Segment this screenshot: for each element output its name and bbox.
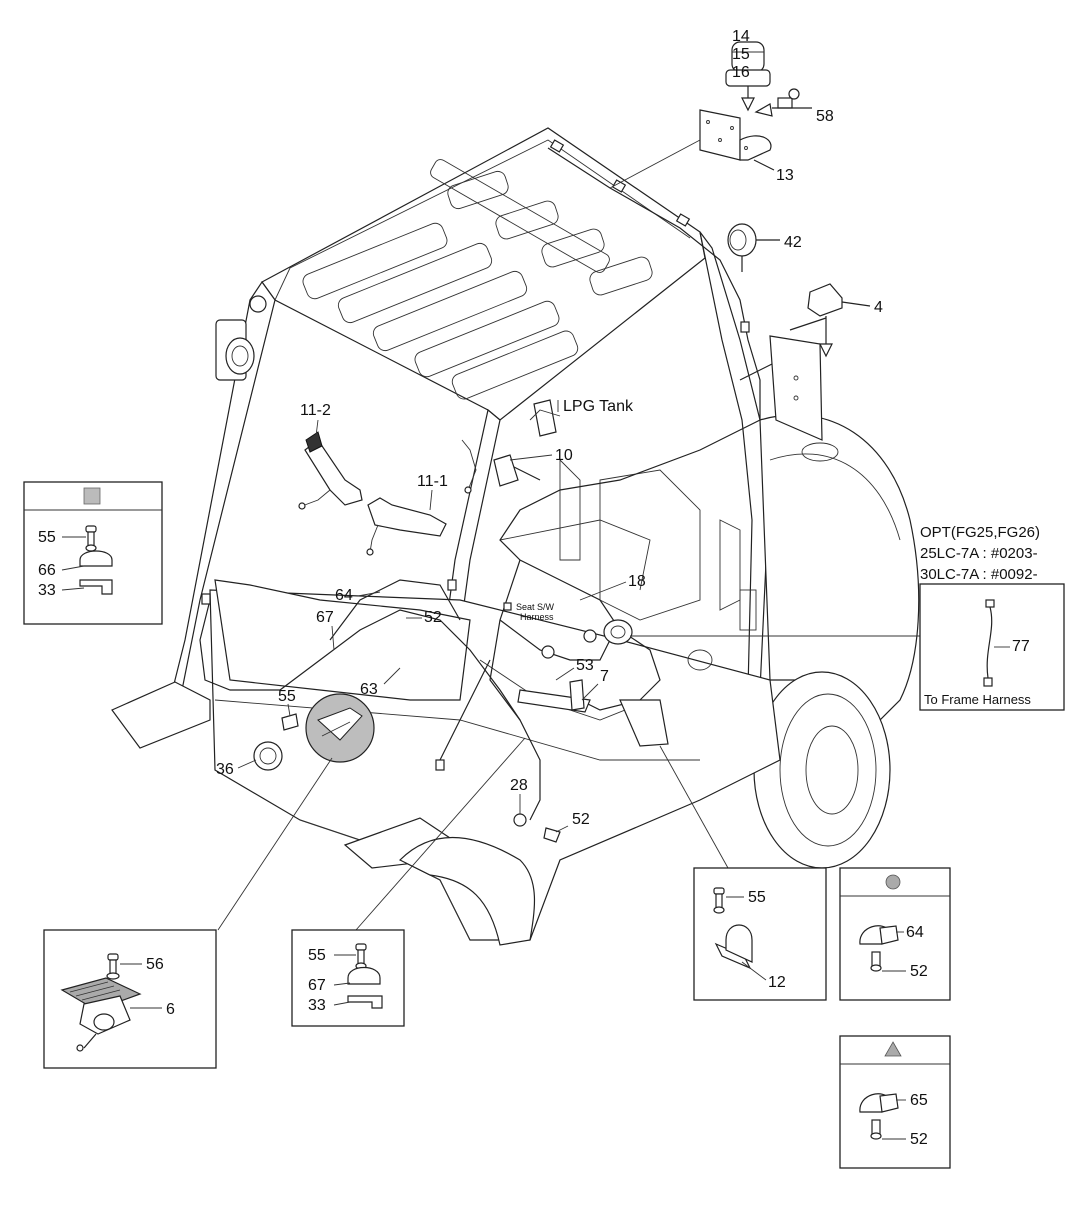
label-seat-switch: Seat S/W	[516, 602, 555, 612]
seat-switch-connector	[541, 619, 633, 659]
inset-bracket: 55 12	[693, 867, 827, 1001]
roof-slots	[302, 159, 653, 400]
dashboard	[214, 579, 471, 701]
label-11-2: 11-2	[300, 402, 331, 419]
option-block: OPT(FG25,FG26) 25LC-7A : #0203- 30LC-7A …	[919, 524, 1065, 711]
horn-36	[253, 713, 299, 771]
beacon-bracket-13	[699, 109, 741, 161]
horn-42	[727, 223, 780, 272]
inset-square-label-55: 55	[38, 529, 56, 546]
label-seat-harness: Harness	[520, 612, 554, 622]
inset-pedal-label-6: 6	[166, 1001, 175, 1018]
label-64: 64	[335, 587, 353, 604]
label-10: 10	[555, 447, 573, 464]
front-fender	[398, 836, 535, 946]
counterweight	[759, 414, 920, 721]
inset-triangle-label-65: 65	[910, 1092, 928, 1109]
opt-models: OPT(FG25,FG26)	[920, 524, 1040, 541]
beacon-assembly	[609, 41, 812, 189]
opt-serial-25lc: 25LC-7A : #0203-	[920, 545, 1038, 562]
rear-wheel	[753, 671, 891, 869]
label-55-main: 55	[278, 688, 296, 705]
label-52-top: 52	[424, 609, 442, 626]
label-42: 42	[784, 234, 802, 251]
label-14: 14	[732, 28, 750, 45]
lever-11-2	[298, 431, 363, 510]
label-53: 53	[576, 657, 594, 674]
step-plate	[111, 681, 211, 749]
inset-triangle-marker: 65 52	[839, 1035, 951, 1169]
inset-clamp-label-67: 67	[308, 977, 326, 994]
opt-serial-30lc: 30LC-7A : #0092-	[920, 566, 1038, 583]
label-15: 15	[732, 46, 750, 63]
inset-square-label-66: 66	[38, 562, 56, 579]
label-77: 77	[1012, 638, 1030, 655]
callout-labels: 14 15 16 58 13 42 4 LPG Tank 11-2 10 11-…	[216, 28, 883, 833]
label-16: 16	[732, 64, 750, 81]
label-lpg-tank: LPG Tank	[563, 398, 634, 415]
rear-pillar	[699, 231, 769, 691]
inset-triangle-label-52: 52	[910, 1131, 928, 1148]
label-58: 58	[816, 108, 834, 125]
inset-circle-label-64: 64	[906, 924, 924, 941]
inset-bracket-label-12: 12	[768, 974, 786, 991]
label-4: 4	[874, 299, 883, 316]
pedal-zoom-circle	[305, 693, 375, 763]
label-52-lower: 52	[572, 811, 590, 828]
label-11-1: 11-1	[417, 473, 448, 490]
overhead-guard-roof	[261, 127, 706, 421]
rear-lamp-4	[769, 283, 871, 441]
label-36: 36	[216, 761, 234, 778]
bracket-7	[517, 679, 669, 747]
inset-bracket-label-55: 55	[748, 889, 766, 906]
inset-circle-marker: 64 52	[839, 867, 951, 1001]
label-28: 28	[510, 777, 528, 794]
connector-10	[461, 439, 519, 494]
part-28	[513, 813, 561, 843]
inset-circle-label-52: 52	[910, 963, 928, 980]
harness-clips	[201, 139, 750, 771]
lever-11-1	[366, 497, 447, 556]
label-18: 18	[628, 573, 646, 590]
forklift-illustration	[111, 127, 920, 946]
inset-square-label-33: 33	[38, 582, 56, 599]
label-7: 7	[600, 668, 609, 685]
inset-clamp-label-55: 55	[308, 947, 326, 964]
inset-pedal: 56 6	[43, 929, 217, 1069]
inset-clamp-label-33: 33	[308, 997, 326, 1014]
inset-square-marker: 55 66 33	[23, 481, 163, 625]
label-13: 13	[776, 167, 794, 184]
opt-frame-harness-note: To Frame Harness	[924, 692, 1031, 707]
lpg-bracket	[529, 399, 561, 437]
left-work-lamp	[215, 295, 267, 381]
inset-pedal-label-56: 56	[146, 956, 164, 973]
inset-clamp: 55 67 33	[291, 929, 405, 1027]
label-67: 67	[316, 609, 334, 626]
inset-leader-lines	[217, 635, 920, 931]
label-63: 63	[360, 681, 378, 698]
